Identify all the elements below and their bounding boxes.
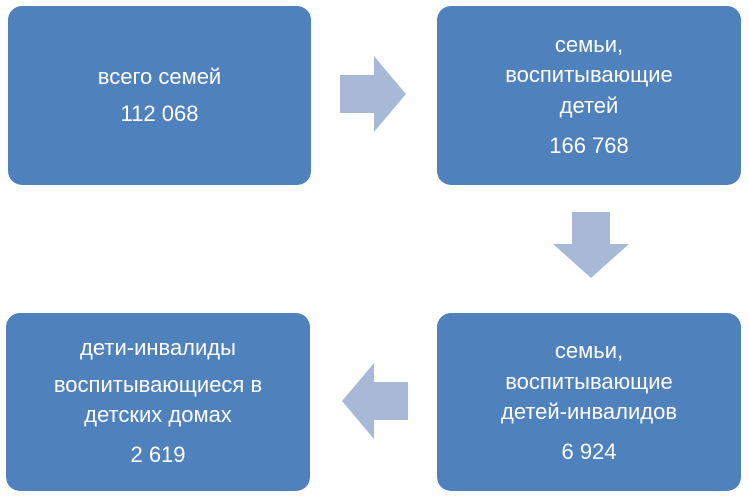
box-disabled-children-in-orphanages-line1: дети-инвалиды: [80, 335, 236, 361]
box-families-with-children-line2: воспитывающие: [505, 62, 673, 88]
box-disabled-children-in-orphanages-value: 2 619: [130, 442, 186, 468]
arrow-left-icon: [342, 363, 408, 439]
box-families-with-disabled-children: семьи, воспитывающие детей-инвалидов 6 9…: [437, 313, 741, 491]
box-families-with-disabled-children-value: 6 924: [561, 439, 617, 465]
box-total-families-value: 112 068: [120, 100, 199, 126]
box-families-with-children-value: 166 768: [549, 132, 629, 158]
arrow-down-icon: [553, 212, 629, 278]
box-families-with-disabled-children-line3: детей-инвалидов: [500, 399, 678, 424]
box-families-with-children-line1: семьи,: [554, 31, 624, 57]
box-families-with-disabled-children-line2: воспитывающие: [505, 368, 673, 394]
box-families-with-children-line3: детей: [559, 92, 619, 118]
box-families-with-disabled-children-line1: семьи,: [554, 338, 624, 364]
box-total-families-label: всего семей: [97, 64, 222, 90]
box-total-families: всего семей 112 068: [8, 6, 311, 185]
box-families-with-children: семьи, воспитывающие детей 166 768: [437, 6, 741, 185]
box-disabled-children-in-orphanages-line3: детских домах: [84, 402, 232, 427]
box-disabled-children-in-orphanages: дети-инвалиды воспитывающиеся в детских …: [6, 313, 310, 491]
box-disabled-children-in-orphanages-line2: воспитывающиеся в: [53, 371, 263, 397]
arrow-right-icon: [340, 56, 406, 132]
